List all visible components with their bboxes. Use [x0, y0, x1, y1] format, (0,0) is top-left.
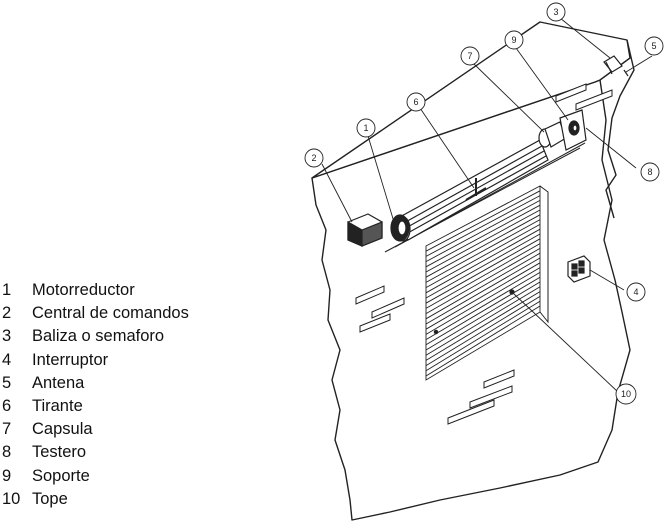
shutter-slat [425, 267, 541, 335]
control-box [347, 213, 383, 247]
shutter-slat [425, 243, 541, 309]
svg-text:1: 1 [363, 123, 368, 133]
callout-2: 2 [304, 148, 324, 168]
callout-3: 3 [546, 2, 566, 22]
shutter-slat [425, 296, 541, 366]
legend-number: 1 [2, 281, 12, 299]
legend-label: Soporte [32, 466, 90, 485]
motor-unit [390, 214, 410, 242]
legend-number: 2 [2, 304, 12, 323]
shutter-slat [425, 252, 541, 320]
shutter-slat [425, 233, 541, 299]
legend-number: 8 [2, 443, 12, 462]
shutter-slat [425, 195, 541, 257]
legend-item: 5 Antena [0, 372, 189, 395]
shutter-slat [425, 219, 541, 283]
legend-label: Interruptor [32, 350, 109, 369]
brick-marks [355, 83, 613, 425]
svg-text:3: 3 [553, 7, 558, 17]
shutter-slat [425, 248, 541, 314]
shutter-slat [425, 238, 541, 304]
legend-label: Tope [32, 489, 68, 508]
legend-label: Baliza o semaforo [32, 327, 165, 346]
switch-box [567, 255, 591, 283]
legend-item: 8 Testero [0, 441, 189, 464]
callout-leaders [321, 17, 653, 393]
shutter-slat [425, 262, 541, 330]
callout-1: 1 [356, 118, 376, 138]
legend-item: 4 Interruptor [0, 349, 189, 372]
legend-label: Tirante [32, 396, 83, 415]
tirante [465, 178, 487, 201]
legend-label: Testero [32, 443, 87, 462]
callout-6: 6 [406, 92, 426, 112]
svg-text:2: 2 [311, 153, 316, 163]
legend-item: 1 Motorreductor [0, 279, 189, 302]
legend-label: Motorreductor [32, 281, 135, 299]
shutter-slat [425, 209, 541, 273]
legend-item: 10 Tope [0, 488, 189, 511]
legend-item: 9 Soporte [0, 465, 189, 488]
shutter-slat [425, 300, 541, 372]
legend-label: Capsula [32, 420, 93, 439]
callout-9: 9 [504, 30, 524, 50]
svg-text:7: 7 [467, 51, 472, 61]
beacon-antenna [603, 55, 629, 77]
svg-text:6: 6 [413, 97, 418, 107]
shutter-slats [425, 190, 541, 377]
shutter-slat [425, 214, 541, 278]
svg-text:4: 4 [633, 287, 638, 297]
shutter-slat [425, 281, 541, 351]
legend-number: 4 [2, 350, 12, 369]
shutter-slat [425, 286, 541, 356]
callout-4: 4 [626, 282, 646, 302]
shutter-slat [425, 200, 541, 262]
component-legend: 1 Motorreductor 2 Central de comandos 3 Bal… [0, 279, 189, 511]
legend-number: 9 [2, 466, 12, 485]
shutter-slat [425, 224, 541, 288]
svg-text:5: 5 [651, 41, 656, 51]
shutter-slat [425, 272, 541, 340]
legend-label: Antena [32, 373, 85, 392]
shutter-slat [425, 190, 541, 252]
opening-edges [539, 185, 549, 324]
legend-number: 7 [2, 420, 12, 439]
shutter-slat [425, 305, 541, 377]
legend-number: 3 [2, 327, 12, 346]
shutter-slat [425, 228, 541, 294]
svg-text:8: 8 [647, 167, 652, 177]
callout-5: 5 [644, 36, 664, 56]
legend-item: 2 Central de comandos [0, 302, 189, 325]
capsula [538, 121, 567, 148]
wall-top-right-edge [605, 39, 635, 219]
legend-number: 5 [2, 373, 12, 392]
legend-label: Central de comandos [32, 304, 189, 323]
callout-10: 10 [615, 383, 637, 405]
legend-item: 7 Capsula [0, 418, 189, 441]
callout-8: 8 [640, 162, 660, 182]
shutter-curtain [425, 185, 541, 381]
shutter-slat [425, 291, 541, 361]
callout-7: 7 [460, 46, 480, 66]
bracket [559, 109, 587, 151]
wall-top-face [311, 21, 631, 179]
shutter-slat [425, 257, 541, 325]
legend-item: 6 Tirante [0, 395, 189, 418]
shutter-slat [425, 204, 541, 268]
legend-item: 3 Baliza o semaforo [0, 325, 189, 348]
shutter-slat [425, 276, 541, 346]
legend-number: 10 [2, 489, 21, 508]
legend-number: 6 [2, 396, 12, 415]
svg-text:10: 10 [621, 389, 631, 399]
svg-text:9: 9 [511, 35, 516, 45]
